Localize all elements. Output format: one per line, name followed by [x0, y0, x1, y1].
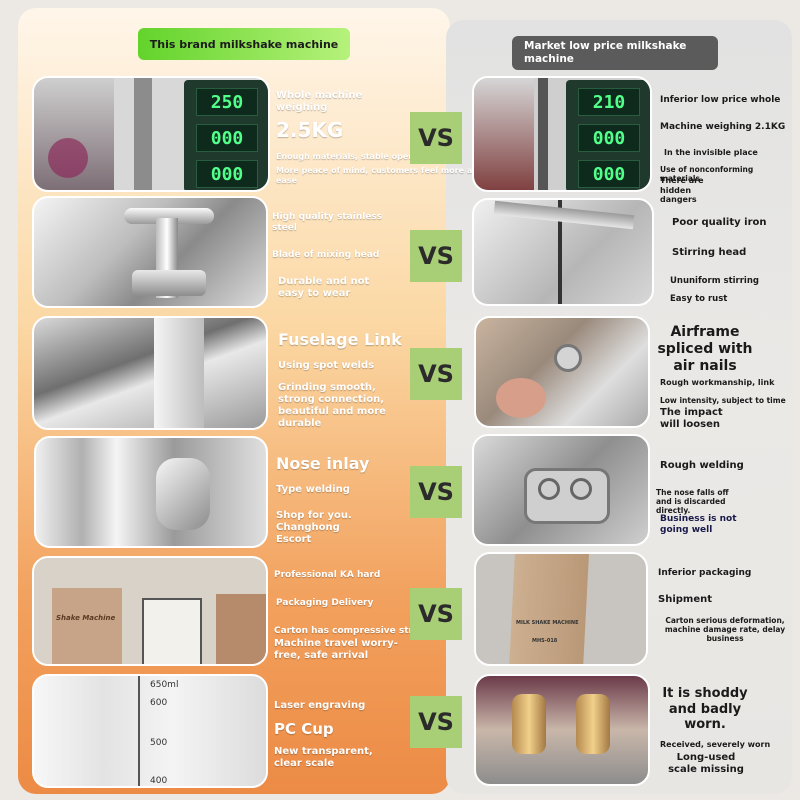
brand-nose-line1: Type welding — [276, 484, 350, 495]
brand-box-label: Shake Machine — [56, 614, 116, 622]
brand-packaging-line2: Packaging Delivery — [276, 598, 374, 608]
market-weight-line4: Use of nonconforming materials — [660, 165, 754, 183]
market-fuselage-photo — [474, 316, 650, 428]
brand-fuselage-line2: Grinding smooth, strong connection, beau… — [278, 382, 386, 429]
market-nose-photo — [472, 434, 650, 546]
brand-cup-title: PC Cup — [274, 720, 334, 738]
cup-scale-400: 400 — [150, 776, 168, 786]
brand-fuselage-line1: Using spot welds — [278, 360, 375, 371]
market-cup-line1: Received, severely worn — [660, 740, 771, 749]
scale-display-weight: 250 — [196, 88, 258, 116]
market-packaging-photo: MILK SHAKE MACHINE MHS-018 — [474, 552, 648, 666]
market-fuselage-line2: Low intensity, subject to time — [660, 396, 786, 405]
cup-scale-600: 600 — [150, 698, 168, 708]
brand-packaging-line4: Machine travel worry-free, safe arrival — [274, 638, 398, 661]
brand-fuselage-photo — [32, 316, 268, 430]
cup-scale-650: 650ml — [150, 680, 179, 690]
brand-blade-line3: Durable and not easy to wear — [278, 276, 370, 299]
brand-blade-line1: High quality stainless steel — [272, 212, 383, 233]
market-packaging-line1: Inferior packaging — [658, 568, 752, 578]
market-blade-line4: Easy to rust — [670, 294, 728, 304]
vs-badge-2: VS — [410, 230, 462, 282]
brand-cup-photo: 650ml 600 500 400 — [32, 674, 268, 788]
brand-blade-line2: Blade of mixing head — [272, 250, 380, 260]
market-weight-line3: In the invisible place — [664, 148, 758, 157]
brand-nose-line2: Shop for you. Changhong Escort — [276, 510, 352, 545]
market-packaging-line3: Carton serious deformation, machine dama… — [664, 616, 786, 643]
market-title-badge: Market low price milkshake machine — [512, 36, 718, 70]
market-display-3: 000 — [578, 160, 640, 188]
market-nose-line1: Rough welding — [660, 460, 744, 471]
market-fuselage-line1: Rough workmanship, link — [660, 378, 775, 387]
market-fuselage-line3: The impact will loosen — [660, 407, 723, 430]
market-fuselage-title: Airframe spliced with air nails — [657, 324, 753, 374]
market-box-label: MILK SHAKE MACHINE — [516, 620, 579, 626]
brand-fuselage-title: Fuselage Link — [278, 330, 402, 349]
brand-packaging-photo: Shake Machine — [32, 556, 268, 666]
scale-display-2: 000 — [196, 124, 258, 152]
market-blade-line2: Stirring head — [672, 247, 747, 258]
brand-weight-value: 2.5KG — [276, 118, 344, 142]
brand-scale-photo: 250 000 000 — [32, 76, 270, 192]
market-cup-line2: Long-used scale missing — [668, 752, 744, 775]
market-blade-photo — [472, 198, 654, 306]
vs-badge-1: VS — [410, 112, 462, 164]
brand-cup-line1: Laser engraving — [274, 700, 366, 711]
market-box-model: MHS-018 — [532, 638, 558, 644]
market-scale-photo: 210 000 000 — [472, 76, 652, 192]
market-display-weight: 210 — [578, 88, 640, 116]
brand-packaging-line1: Professional KA hard — [274, 570, 381, 580]
brand-weight-title: Whole machine weighing — [276, 90, 363, 113]
brand-weight-line2: More peace of mind, customers feel more … — [276, 166, 477, 185]
brand-weight-line1: Enough materials, stable operation — [276, 152, 436, 161]
market-weight-line5: There are hidden dangers — [660, 176, 704, 205]
vs-badge-4: VS — [410, 466, 462, 518]
market-weight-line1: Inferior low price whole — [660, 95, 781, 105]
market-blade-line3: Ununiform stirring — [670, 276, 759, 286]
market-nose-line2: The nose falls off and is discarded dire… — [656, 488, 729, 515]
vs-badge-5: VS — [410, 588, 462, 640]
vs-badge-6: VS — [410, 696, 462, 748]
market-nose-line3: Business is not going well — [660, 514, 737, 535]
market-display-2: 000 — [578, 124, 640, 152]
brand-nose-photo — [34, 436, 268, 548]
market-weight-line2: Machine weighing 2.1KG — [660, 122, 786, 132]
brand-nose-title: Nose inlay — [276, 454, 370, 473]
brand-cup-line3: New transparent, clear scale — [274, 746, 373, 769]
scale-display-3: 000 — [196, 160, 258, 188]
cup-scale-500: 500 — [150, 738, 168, 748]
market-blade-line1: Poor quality iron — [672, 217, 767, 228]
brand-blade-photo — [32, 196, 268, 308]
vs-badge-3: VS — [410, 348, 462, 400]
brand-packaging-line3: Carton has compressive strength, — [274, 626, 447, 636]
brand-title-badge: This brand milkshake machine — [138, 28, 350, 60]
market-packaging-line2: Shipment — [658, 594, 713, 605]
market-cup-title: It is shoddy and badly worn. — [662, 686, 748, 733]
market-cup-photo — [474, 674, 650, 786]
